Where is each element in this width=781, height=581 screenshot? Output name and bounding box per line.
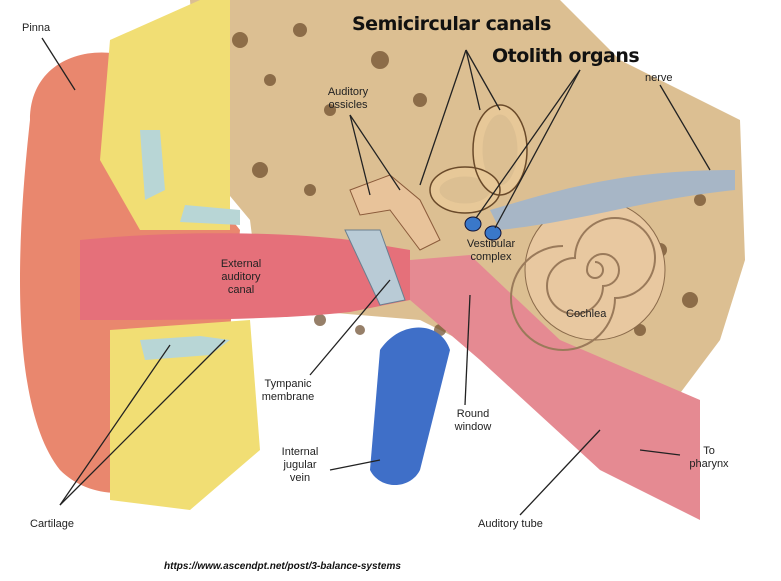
external-auditory-canal xyxy=(80,233,410,320)
vestibulocochlear-nerve xyxy=(490,170,735,230)
pinna-label: Pinna xyxy=(22,22,51,34)
cartilage-label: Cartilage xyxy=(30,518,75,530)
cartilage-fat xyxy=(100,0,230,230)
auditory-tube xyxy=(410,255,700,520)
ossicles xyxy=(349,174,441,251)
semicircular-canals-label: Semicircular canals xyxy=(352,13,551,35)
source-caption: https://www.ascendpt.net/post/3-balance-… xyxy=(164,561,401,572)
otolith-utricle xyxy=(464,216,482,232)
to-pharynx-label: To pharynx xyxy=(689,445,729,470)
jugular-vein-label: Internal jugular vein xyxy=(281,446,319,484)
cochlea-label: Cochlea xyxy=(566,308,607,320)
tympanic-membrane xyxy=(344,229,406,306)
vestibular-complex-label: Vestibular complex xyxy=(466,238,516,263)
nerve-label: nerve xyxy=(645,72,673,84)
otolith-saccule xyxy=(484,225,502,241)
external-canal-label: External auditory canal xyxy=(220,258,262,296)
otolith-organs-label: Otolith organs xyxy=(492,45,640,67)
ossicles-label: Auditory ossicles xyxy=(327,86,369,111)
cartilage-fat-lower xyxy=(110,320,260,510)
tympanic-membrane-label: Tympanic membrane xyxy=(261,378,315,403)
internal-jugular-vein xyxy=(370,327,450,485)
auditory-tube-label: Auditory tube xyxy=(478,518,543,530)
round-window-label: Round window xyxy=(454,408,492,433)
